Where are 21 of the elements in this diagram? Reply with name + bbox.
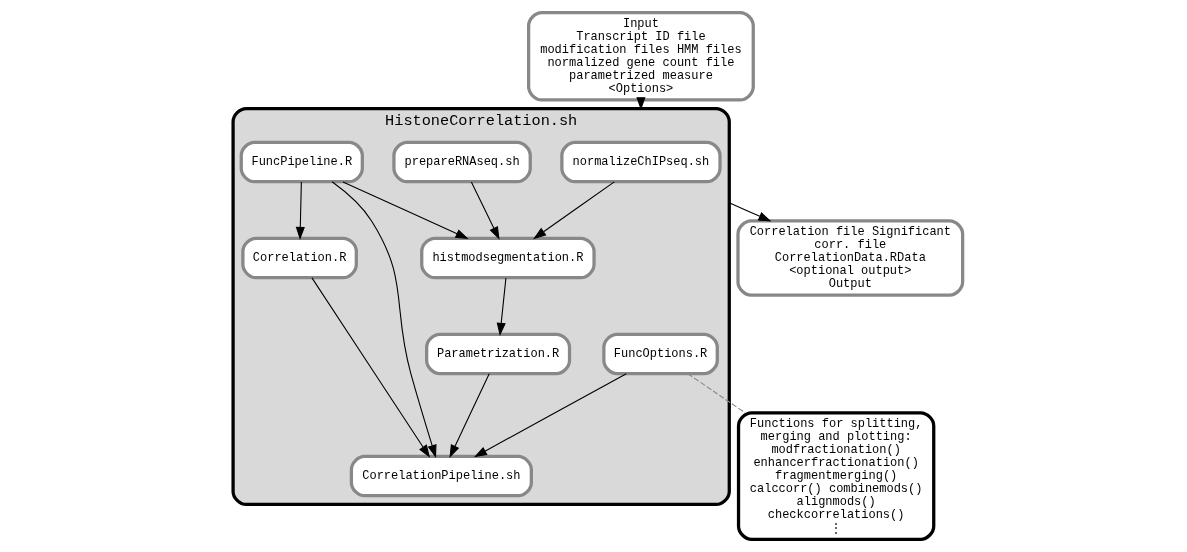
- connector: [687, 373, 746, 414]
- arrow: [295, 181, 305, 240]
- node-box: Correlation.R: [241, 236, 358, 280]
- node-box: CorrelationPipeline.sh: [349, 454, 533, 498]
- node-box: Correlation file Significant corr. file CorrelationData.RData <optional output> Output: [736, 219, 965, 297]
- node-box: FuncOptions.R: [602, 332, 719, 376]
- node-box: normalizeChIPseq.sh: [560, 140, 722, 184]
- arrow: [449, 373, 490, 458]
- arrow: [496, 277, 507, 336]
- node-box: Functions for splitting, merging and plotting: modfractionation() enhancerfractionation() fragmentmerging() calccorr() combinemods() alignmods() checkcorrelations() ⋮: [736, 411, 936, 541]
- node-box: prepareRNAseq.sh: [392, 140, 532, 184]
- arrow: [473, 373, 627, 458]
- arrow: [728, 202, 772, 222]
- arrow: [470, 181, 500, 240]
- node-box: Parametrization.R: [425, 332, 572, 376]
- arrow: [311, 277, 431, 458]
- node-box: histmodsegmentation.R: [420, 236, 596, 280]
- arrow: [342, 181, 469, 240]
- arrow: [533, 181, 615, 240]
- arrow: [331, 181, 437, 458]
- node-box: FuncPipeline.R: [239, 140, 364, 184]
